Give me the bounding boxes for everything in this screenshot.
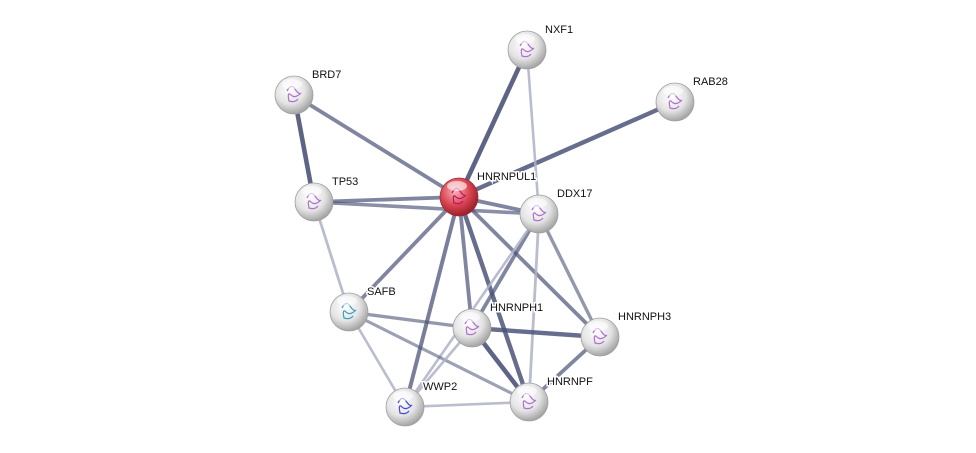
sphere-highlight [460,312,480,322]
edge-ddx17-hnrnph3[interactable] [537,213,602,338]
node-wwp2[interactable]: WWP2 [385,380,459,427]
node-ddx17[interactable]: DDX17 [519,187,594,234]
node-rab28[interactable]: RAB28 [655,75,730,122]
node-label[interactable]: WWP2 [422,380,459,395]
sphere-highlight [527,198,547,208]
node-label[interactable]: TP53 [331,175,360,190]
node-hnrnpul1[interactable]: HNRNPUL1 [439,170,538,217]
node-label[interactable]: BRD7 [311,68,343,83]
edge-ddx17-hnrnph1[interactable] [470,213,541,329]
sphere-highlight [282,79,302,89]
sphere-highlight [302,186,322,196]
edge-wwp2-hnrnpf[interactable] [404,400,530,409]
node-label[interactable]: RAB28 [692,75,730,90]
node-label[interactable]: DDX17 [556,187,594,202]
edge-safb-hnrnpf[interactable] [348,310,530,404]
edge-tp53-ddx17[interactable] [313,200,540,216]
node-safb[interactable]: SAFB [329,285,398,332]
node-label[interactable]: HNRNPF [546,375,595,390]
edge-safb-hnrnph1[interactable] [348,310,473,330]
node-hnrnph3[interactable]: HNRNPH3 [580,310,673,357]
node-label[interactable]: HNRNPH1 [489,301,545,316]
node-brd7[interactable]: BRD7 [274,68,343,115]
edge-hnrnph1-hnrnph3[interactable] [471,325,601,340]
edge-hnrnpul1-hnrnph3[interactable] [457,195,602,339]
edge-ddx17-hnrnpf[interactable] [527,213,541,403]
sphere-highlight [663,86,683,96]
edge-hnrnpul1-brd7[interactable] [293,93,460,199]
edge-hnrnpul1-hnrnpf[interactable] [456,196,532,403]
node-label[interactable]: HNRNPUL1 [476,170,538,185]
node-hnrnpf[interactable]: HNRNPF [509,375,595,422]
sphere-highlight [517,386,537,396]
node-label[interactable]: SAFB [366,285,398,300]
node-nxf1[interactable]: NXF1 [507,23,575,70]
node-hnrnph1[interactable]: HNRNPH1 [452,301,545,348]
sphere-highlight [515,34,535,44]
edge-hnrnpul1-safb[interactable] [347,195,461,314]
edge-hnrnpul1-rab28[interactable] [458,99,676,200]
edge-hnrnpul1-tp53[interactable] [313,195,460,204]
sphere-highlight [447,181,467,191]
sphere-highlight [393,391,413,401]
edge-hnrnpul1-wwp2[interactable] [403,196,461,408]
edge-hnrnpul1-hnrnph1[interactable] [457,196,474,329]
sphere-highlight [588,321,608,331]
node-tp53[interactable]: TP53 [294,175,360,222]
sphere-highlight [337,296,357,306]
node-label[interactable]: NXF1 [544,23,575,38]
edge-nxf1-ddx17[interactable] [525,49,541,215]
edge-hnrnpul1-nxf1[interactable] [456,49,530,198]
node-label[interactable]: HNRNPH3 [617,310,673,325]
